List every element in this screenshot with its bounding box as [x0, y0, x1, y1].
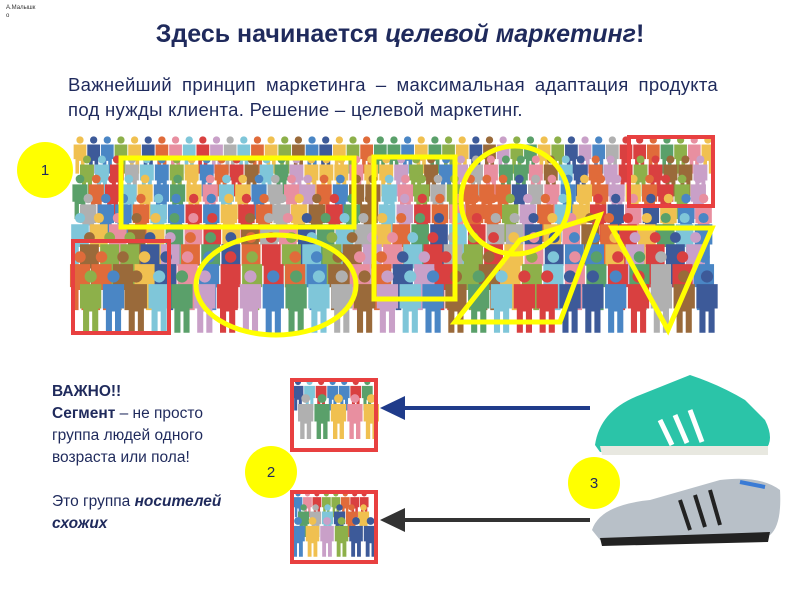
segment-tall-rect-highlight [371, 154, 458, 302]
person-figure [239, 270, 262, 333]
person-figure [605, 270, 627, 333]
arrow-blue [380, 396, 590, 420]
person-figure [102, 270, 125, 333]
note-heading: ВАЖНО!! [52, 383, 122, 400]
person-figure [650, 270, 673, 333]
note-term: Сегмент [52, 405, 116, 422]
green-sneaker-image [595, 375, 770, 455]
segment-box-red-4 [290, 490, 378, 564]
person-figure [320, 517, 334, 557]
segment-box-red-3 [290, 378, 378, 452]
person-figure [298, 394, 314, 439]
person-figure [334, 517, 349, 557]
segment-parallelogram-highlight [449, 211, 605, 325]
silver-boot-image [592, 478, 781, 546]
person-figure [285, 270, 307, 333]
person-figure [422, 270, 444, 333]
author-label: А.Малышк о [6, 5, 36, 19]
person-figure [349, 517, 363, 557]
marker-2: 2 [245, 446, 297, 498]
person-figure [399, 270, 421, 333]
arrow-black [380, 508, 590, 532]
slide-title: Здесь начинается целевой маркетинг! [0, 20, 800, 49]
slide-subtitle: Важнейший принцип маркетинга – максималь… [68, 74, 718, 120]
person-figure [308, 270, 330, 333]
segment-box-red-1 [71, 239, 171, 335]
person-figure [148, 270, 170, 333]
person-figure [673, 270, 695, 333]
title-emphasis: целевой маркетинг [385, 20, 636, 48]
important-note: ВАЖНО!! Сегмент – не просто группа людей… [52, 381, 252, 535]
title-exclaim: ! [635, 20, 645, 48]
person-figure [262, 270, 284, 333]
person-figure [363, 517, 378, 557]
segment-crowd-image-2 [291, 491, 378, 557]
marker-3: 3 [568, 457, 620, 509]
segment-crowd-image-1 [292, 378, 379, 439]
person-figure [347, 394, 363, 439]
title-text: Здесь начинается [155, 20, 386, 48]
segment-box-red-2 [627, 135, 715, 208]
person-figure [353, 270, 376, 333]
person-figure [696, 270, 718, 333]
segment-rect-highlight [118, 155, 357, 230]
note-emphasis: носителей схожих [52, 493, 222, 532]
marker-1: 1 [17, 142, 73, 198]
person-figure [291, 517, 305, 557]
segment-ellipse-highlight [193, 232, 359, 338]
person-figure [80, 270, 102, 333]
person-figure [171, 270, 193, 333]
crowd-image [69, 136, 718, 333]
note-text-2: Это группа [52, 493, 135, 510]
person-figure [305, 517, 320, 557]
note-text: – не просто группа людей одного возраста… [52, 405, 203, 466]
person-figure [582, 270, 604, 333]
person-figure [314, 394, 330, 439]
person-figure [559, 270, 581, 333]
segment-circle-highlight [458, 143, 572, 257]
person-figure [125, 270, 147, 333]
person-figure [330, 394, 347, 439]
segment-triangle-highlight [607, 225, 716, 336]
person-figure [376, 270, 399, 333]
